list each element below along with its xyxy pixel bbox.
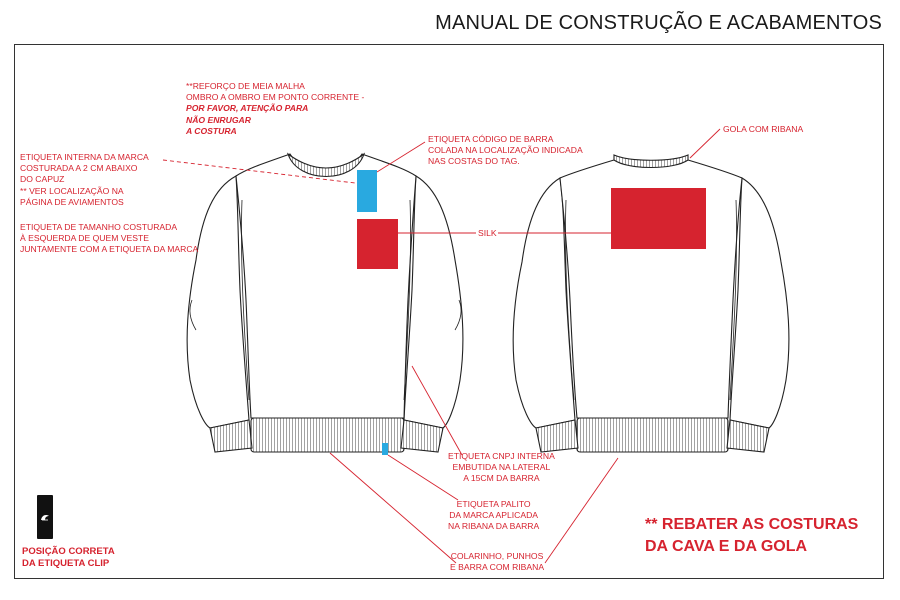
page-title: MANUAL DE CONSTRUÇÃO E ACABAMENTOS xyxy=(435,12,882,34)
size-label-swatch xyxy=(357,219,398,269)
brand-wave-icon xyxy=(41,515,49,521)
front-body xyxy=(235,153,417,419)
seam-instruction: ** REBATER AS COSTURAS DA CAVA E DA GOLA xyxy=(645,516,859,555)
silk-note: SILK xyxy=(478,228,497,238)
back-left-cuff xyxy=(535,419,579,453)
palito-tag xyxy=(382,443,388,455)
drawing-frame xyxy=(14,44,884,579)
ribbing-note: COLARINHO, PUNHOS E BARRA COM RIBANA xyxy=(450,551,545,573)
front-left-sleeve xyxy=(186,175,250,429)
front-waistband-rib xyxy=(250,417,405,453)
front-right-sleeve xyxy=(403,175,464,429)
palito-note: ETIQUETA PALITO DA MARCA APLICADA NA RIB… xyxy=(448,499,540,532)
back-left-sleeve xyxy=(512,177,576,429)
front-right-cuff xyxy=(400,419,444,453)
reinforcement-note: **REFORÇO DE MEIA MALHA OMBRO A OMBRO EM… xyxy=(186,81,365,136)
back-silk-print xyxy=(611,188,706,249)
front-collar-rib xyxy=(286,152,366,177)
collar-note: GOLA COM RIBANA xyxy=(723,124,804,134)
front-left-cuff xyxy=(209,419,253,453)
size-label-note: ETIQUETA DE TAMANHO COSTURADA À ESQUERDA… xyxy=(20,222,199,255)
front-sweatshirt xyxy=(186,152,464,453)
cnpj-note: ETIQUETA CNPJ INTERNA EMBUTIDA NA LATERA… xyxy=(448,451,555,484)
back-waistband-rib xyxy=(576,417,729,453)
leader-lines xyxy=(162,128,721,564)
barcode-tag xyxy=(357,170,377,212)
barcode-note: ETIQUETA CÓDIGO DE BARRA COLADA NA LOCAL… xyxy=(428,134,583,167)
back-collar-rib xyxy=(613,154,689,168)
back-right-sleeve xyxy=(729,177,790,429)
clip-caption: POSIÇÃO CORRETA DA ETIQUETA CLIP xyxy=(22,546,115,569)
back-right-cuff xyxy=(726,419,770,453)
clip-label-sample xyxy=(37,495,53,539)
brand-label-note: ETIQUETA INTERNA DA MARCA COSTURADA A 2 … xyxy=(20,152,149,207)
